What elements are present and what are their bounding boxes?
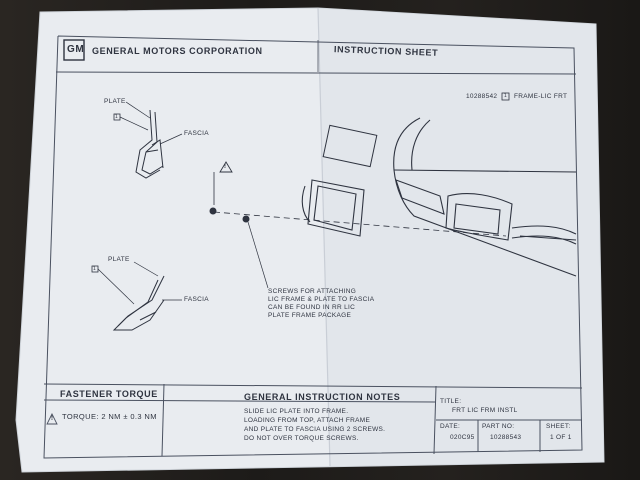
screw-note-line: PLATE FRAME PACKAGE	[268, 312, 352, 319]
company-name: GENERAL MOTORS CORPORATION	[92, 46, 263, 56]
callout-fascia-top: FASCIA	[184, 130, 209, 137]
date-value: 020C95	[450, 434, 475, 441]
callout-plate-bottom: PLATE	[108, 256, 130, 263]
part-ref-name: FRAME-LIC FRT	[514, 93, 568, 100]
license-plate	[322, 124, 378, 168]
drawing-border	[43, 35, 583, 459]
section-view-bottom	[91, 261, 182, 331]
screw-note: SCREWS FOR ATTACHING LIC FRAME & PLATE T…	[268, 288, 374, 319]
date-label: DATE:	[440, 423, 461, 430]
callout-fascia-bottom: FASCIA	[184, 296, 209, 303]
note-line: LOADING FROM TOP, ATTACH FRAME	[244, 417, 371, 424]
callout-box-top: 1	[115, 114, 119, 120]
note-line: AND PLATE TO FASCIA USING 2 SCREWS.	[244, 426, 386, 433]
sheet-value: 1 OF 1	[550, 434, 572, 441]
note-line: SLIDE LIC PLATE INTO FRAME.	[244, 408, 349, 415]
part-no-value: 10288543	[490, 434, 522, 441]
paper-fold-shade	[318, 8, 604, 466]
license-frame	[301, 179, 365, 237]
screw-note-line: LIC FRAME & PLATE TO FASCIA	[268, 296, 375, 303]
part-no-label: PART NO:	[482, 423, 515, 430]
notes-body: SLIDE LIC PLATE INTO FRAME. LOADING FROM…	[244, 408, 385, 442]
sheet-label: SHEET:	[546, 423, 571, 430]
warning-symbol-diagram: !	[224, 164, 227, 170]
title-label: TITLE:	[440, 398, 462, 405]
notes-heading: GENERAL INSTRUCTION NOTES	[244, 392, 401, 402]
note-line: DO NOT OVER TORQUE SCREWS.	[244, 435, 359, 442]
notes-table	[43, 383, 583, 457]
screw-note-line: SCREWS FOR ATTACHING	[268, 288, 357, 295]
fastener-torque: TORQUE: 2 NM ± 0.3 NM	[62, 412, 157, 421]
callout-plate-top: PLATE	[104, 98, 126, 105]
gm-logo-text: GM	[67, 44, 85, 55]
section-view-top	[113, 101, 183, 179]
screw-note-line: CAN BE FOUND IN RR LIC	[268, 304, 356, 311]
part-ref-number: 10288542	[466, 93, 498, 100]
title-value: FRT LIC FRM INSTL	[452, 407, 518, 414]
fastener-warning-symbol: !	[51, 416, 54, 422]
part-ref-box-label: 1	[504, 93, 508, 99]
gm-logo	[63, 39, 85, 61]
callout-box-bottom: 1	[93, 266, 97, 272]
car-fascia	[393, 117, 577, 277]
fastener-heading: FASTENER TORQUE	[60, 389, 158, 399]
